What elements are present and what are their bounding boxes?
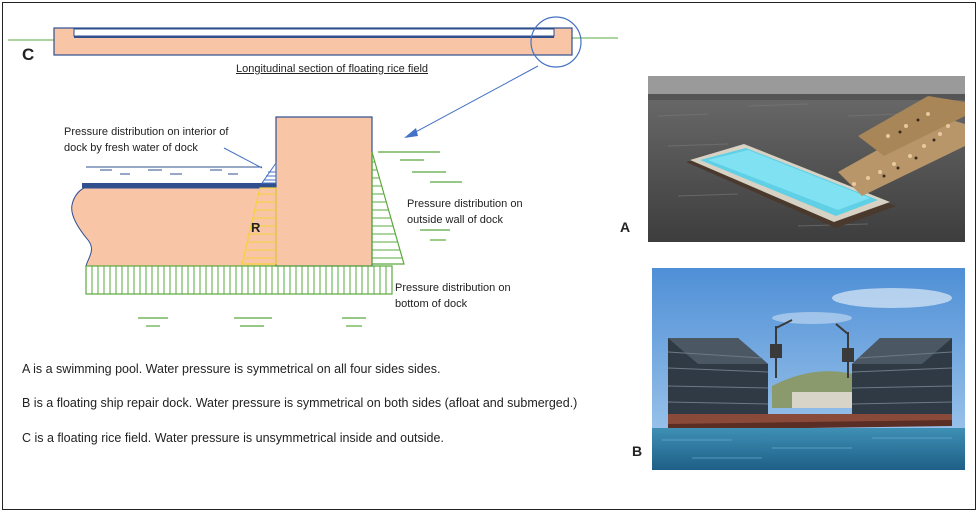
resultant-hatching — [244, 193, 276, 259]
section-caption: Longitudinal section of floating rice fi… — [236, 63, 429, 75]
statement-b: B is a floating ship repair dock. Water … — [22, 396, 578, 410]
photo-b-label: B — [632, 443, 643, 459]
photo-a-floating-pool — [648, 76, 965, 242]
dock-wall — [275, 116, 373, 267]
outside-pressure-label: Pressure distribution on outside wall of… — [407, 196, 523, 228]
bottom-pressure-label: Pressure distribution on bottom of dock — [395, 280, 511, 312]
interior-pressure-label-line1: Pressure distribution on interior of — [64, 126, 229, 138]
detail-arrow — [409, 65, 539, 136]
outside-pressure-hatching — [372, 161, 402, 259]
statement-a: A is a swimming pool. Water pressure is … — [22, 362, 441, 376]
bottom-pressure-label-line2: bottom of dock — [395, 298, 468, 310]
outside-pressure-label-line1: Pressure distribution on — [407, 198, 523, 210]
statement-c: C is a floating rice field. Water pressu… — [22, 431, 444, 445]
bottom-pressure-block — [85, 265, 393, 295]
interior-label-pointer — [223, 147, 263, 169]
bottom-water-dashes — [138, 317, 366, 327]
interior-pressure-label-line2: dock by fresh water of dock — [64, 142, 198, 154]
outside-pressure-triangle — [371, 151, 405, 265]
detail-circle — [530, 16, 582, 68]
outside-pressure-label-line2: outside wall of dock — [407, 214, 503, 226]
resultant-pressure-area — [241, 187, 277, 265]
interior-pressure-label: Pressure distribution on interior of doc… — [64, 124, 228, 156]
field-water-layer — [73, 28, 555, 37]
resultant-label: R — [251, 220, 261, 235]
photo-b-floating-dock — [652, 268, 965, 470]
field-deck — [74, 36, 554, 38]
photo-a-label: A — [620, 219, 631, 235]
bottom-pressure-hatching — [91, 266, 387, 294]
section-letter-c: C — [22, 45, 35, 64]
interior-pressure-triangle — [261, 161, 277, 184]
dock-deck-plate — [82, 183, 276, 188]
outside-water-surface — [378, 151, 462, 241]
bottom-pressure-label-line1: Pressure distribution on — [395, 282, 511, 294]
detail-arrow-head — [404, 128, 418, 138]
